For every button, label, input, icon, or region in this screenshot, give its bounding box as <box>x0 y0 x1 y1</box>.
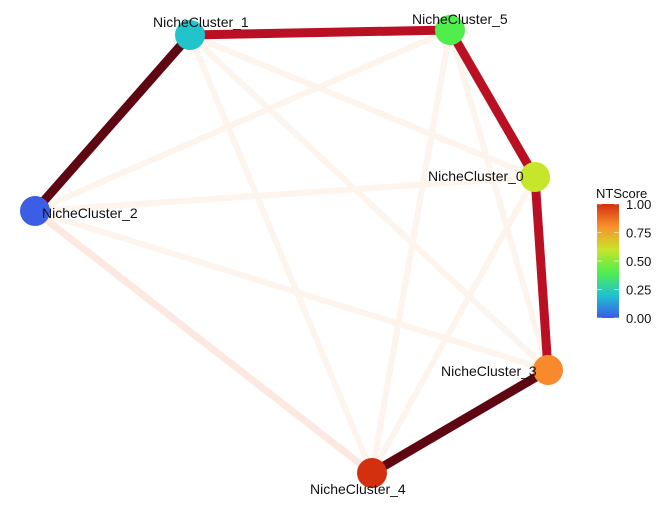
legend-colorbar <box>597 204 619 318</box>
node-NicheCluster_1[interactable]: NicheCluster_1 <box>153 14 249 50</box>
edge-NicheCluster_3-NicheCluster_4 <box>369 366 551 477</box>
node-circle[interactable] <box>533 355 563 385</box>
node-label: NicheCluster_1 <box>153 14 249 30</box>
node-label: NicheCluster_3 <box>441 363 537 379</box>
edge-NicheCluster_1-NicheCluster_0 <box>188 32 537 180</box>
legend-tick-label: 0.75 <box>626 226 651 241</box>
node-NicheCluster_3[interactable]: NicheCluster_3 <box>441 355 563 385</box>
edge-NicheCluster_2-NicheCluster_3 <box>34 208 549 373</box>
node-circle[interactable] <box>20 196 50 226</box>
edge-NicheCluster_5-NicheCluster_0 <box>446 27 539 180</box>
legend-title: NTScore <box>596 186 647 201</box>
edge-NicheCluster_2-NicheCluster_0 <box>34 174 536 214</box>
node-label: NicheCluster_5 <box>412 11 508 27</box>
node-label: NicheCluster_0 <box>428 168 524 184</box>
node-label: NicheCluster_4 <box>310 481 406 497</box>
edge-NicheCluster_2-NicheCluster_4 <box>32 208 375 476</box>
edge-NicheCluster_1-NicheCluster_5 <box>189 25 451 40</box>
edge-NicheCluster_1-NicheCluster_2 <box>31 32 194 214</box>
node-NicheCluster_2[interactable]: NicheCluster_2 <box>20 196 138 226</box>
legend-tick-label: 0.25 <box>626 283 651 298</box>
node-NicheCluster_0[interactable]: NicheCluster_0 <box>428 162 550 192</box>
legend-tick-label: 0.00 <box>626 311 651 326</box>
legend: NTScore 1.00 0.75 0.50 0.25 0.00 <box>596 186 651 326</box>
node-circle[interactable] <box>357 458 387 488</box>
edge-NicheCluster_1-NicheCluster_3 <box>187 32 551 373</box>
legend-tick-label: 1.00 <box>626 197 651 212</box>
edge-NicheCluster_0-NicheCluster_3 <box>530 176 553 371</box>
node-NicheCluster_4[interactable]: NicheCluster_4 <box>310 458 406 497</box>
node-NicheCluster_5[interactable]: NicheCluster_5 <box>412 11 508 45</box>
node-label: NicheCluster_2 <box>42 205 138 221</box>
node-circle[interactable] <box>435 15 465 45</box>
edge-NicheCluster_5-NicheCluster_3 <box>447 29 551 371</box>
node-circle[interactable] <box>520 162 550 192</box>
edge-NicheCluster_1-NicheCluster_4 <box>187 33 375 475</box>
legend-tick-label: 0.50 <box>626 254 651 269</box>
edge-NicheCluster_2-NicheCluster_5 <box>33 27 452 214</box>
edge-NicheCluster_5-NicheCluster_4 <box>369 29 453 474</box>
node-circle[interactable] <box>175 20 205 50</box>
